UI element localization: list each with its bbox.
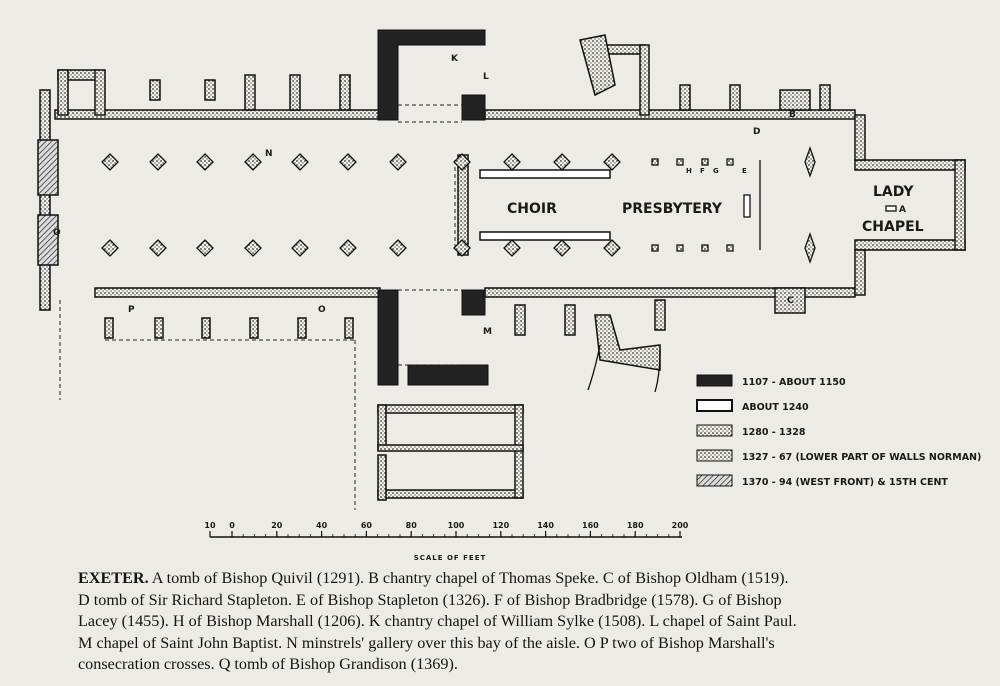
- legend-swatch: [696, 449, 733, 462]
- letter-o: O: [318, 305, 326, 315]
- pier: [676, 158, 684, 166]
- lady-chapel-wall: [854, 159, 966, 171]
- pier: [676, 244, 684, 252]
- letter-m: M: [483, 327, 492, 337]
- pier: [101, 239, 119, 257]
- pier: [603, 153, 621, 171]
- pier: [291, 153, 309, 171]
- letter-g: G: [713, 167, 719, 175]
- legend-swatch: [696, 399, 733, 412]
- scale-tick-label: 140: [537, 521, 554, 530]
- legend-swatch: [696, 374, 733, 387]
- letter-q: Q: [53, 228, 61, 238]
- pier: [503, 239, 521, 257]
- caption-text: M chapel of Saint John Baptist. N minstr…: [78, 633, 775, 652]
- scale-tick-label: 100: [448, 521, 465, 530]
- pier: [453, 239, 471, 257]
- caption-line: Lacey (1455). H of Bishop Marshall (1206…: [78, 611, 978, 633]
- choir-label: CHOIR: [507, 201, 557, 217]
- pier: [726, 244, 734, 252]
- pier: [389, 153, 407, 171]
- pier: [453, 153, 471, 171]
- lady-chapel-label-1: LADY: [873, 184, 914, 200]
- scale-tick-label: 80: [406, 521, 418, 530]
- caption-title: EXETER.: [78, 569, 149, 587]
- letter-d: D: [753, 127, 760, 137]
- scale-tick-label: 120: [492, 521, 509, 530]
- pier: [804, 146, 816, 178]
- letter-l: L: [483, 72, 489, 82]
- west-front-wall: [39, 89, 51, 311]
- pier: [651, 244, 659, 252]
- letter-f: F: [700, 167, 705, 175]
- scale-tick-label: 60: [361, 521, 373, 530]
- scale-title: SCALE OF FEET: [414, 554, 487, 562]
- pier: [149, 153, 167, 171]
- letter-p: P: [128, 305, 135, 315]
- south-aisle-wall: [94, 287, 381, 298]
- caption-text: A tomb of Bishop Quivil (1291). B chantr…: [148, 569, 789, 587]
- pier: [603, 239, 621, 257]
- letter-c: C: [787, 296, 794, 306]
- letter-b: B: [789, 110, 796, 120]
- pier: [101, 153, 119, 171]
- pier: [804, 232, 816, 264]
- caption-line: consecration crosses. Q tomb of Bishop G…: [78, 654, 978, 676]
- pier: [339, 153, 357, 171]
- letter-n: N: [265, 149, 273, 159]
- pier: [196, 153, 214, 171]
- scale-tick-label: 20: [271, 521, 283, 530]
- scale-tick-label: 10: [204, 521, 216, 530]
- pier: [291, 239, 309, 257]
- legend-label: 1327 - 67 (LOWER PART OF WALLS NORMAN): [742, 452, 981, 463]
- pier: [196, 239, 214, 257]
- pier: [339, 239, 357, 257]
- presbytery-label: PRESBYTERY: [622, 201, 723, 217]
- pier: [244, 239, 262, 257]
- legend-label: 1107 - ABOUT 1150: [742, 377, 846, 388]
- north-tower: [377, 29, 486, 121]
- pier: [726, 158, 734, 166]
- cloister-walls: [377, 404, 524, 414]
- legend-label: 1370 - 94 (WEST FRONT) & 15TH CENT: [742, 477, 948, 488]
- pier: [701, 158, 709, 166]
- figure-caption: EXETER. A tomb of Bishop Quivil (1291). …: [78, 568, 978, 676]
- lady-chapel-label-2: CHAPEL: [862, 219, 924, 235]
- north-choir-wall: [484, 109, 856, 120]
- pier: [389, 239, 407, 257]
- legend-label: ABOUT 1240: [742, 402, 809, 413]
- caption-text: D tomb of Sir Richard Stapleton. E of Bi…: [78, 590, 782, 609]
- pier: [651, 158, 659, 166]
- caption-text: consecration crosses. Q tomb of Bishop G…: [78, 655, 458, 673]
- pier: [503, 153, 521, 171]
- letter-h: H: [686, 167, 692, 175]
- scale-tick-label: 200: [672, 521, 689, 530]
- pier: [149, 239, 167, 257]
- pier: [553, 153, 571, 171]
- legend-swatch: [696, 424, 733, 437]
- caption-line: EXETER. A tomb of Bishop Quivil (1291). …: [78, 568, 978, 590]
- scale-tick-label: 0: [229, 521, 235, 530]
- letter-k: K: [451, 54, 459, 64]
- pier: [701, 244, 709, 252]
- legend-swatch: [696, 474, 733, 487]
- caption-line: M chapel of Saint John Baptist. N minstr…: [78, 633, 978, 655]
- south-tower: [377, 289, 399, 386]
- caption-line: D tomb of Sir Richard Stapleton. E of Bi…: [78, 590, 978, 612]
- legend-label: 1280 - 1328: [742, 427, 806, 438]
- scale-tick-label: 180: [627, 521, 644, 530]
- caption-text: Lacey (1455). H of Bishop Marshall (1206…: [78, 612, 797, 630]
- pier: [244, 153, 262, 171]
- scale-tick-label: 160: [582, 521, 599, 530]
- lady-chapel-letter-a: A: [899, 205, 906, 215]
- scale-tick-label: 40: [316, 521, 328, 530]
- pier: [553, 239, 571, 257]
- letter-e: E: [742, 167, 747, 175]
